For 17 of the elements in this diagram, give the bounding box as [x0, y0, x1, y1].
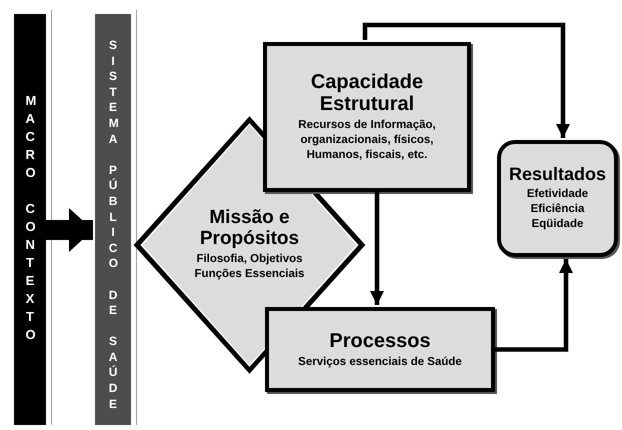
arrow	[46, 208, 93, 252]
arrow	[495, 259, 573, 352]
vertical-label: CONTEXTO	[25, 200, 35, 344]
vertical-label: SAÚDE	[108, 334, 118, 412]
vertical-label: DE	[108, 288, 118, 319]
vertical-label: PÚBLICO	[108, 162, 118, 272]
rounded-box	[497, 140, 618, 257]
vertical-band	[95, 14, 131, 425]
process-box	[263, 42, 471, 192]
vertical-label: MACRO	[25, 92, 35, 182]
vertical-band	[14, 14, 46, 425]
arrow	[362, 22, 570, 138]
node-title: Resultados	[508, 164, 606, 184]
node-title: Capacidade Estrutural	[310, 71, 424, 116]
vertical-label: SISTEMA	[108, 38, 118, 148]
arrow	[370, 192, 384, 305]
node-description: Efetividade Eficiência Eqüidade	[526, 187, 590, 232]
